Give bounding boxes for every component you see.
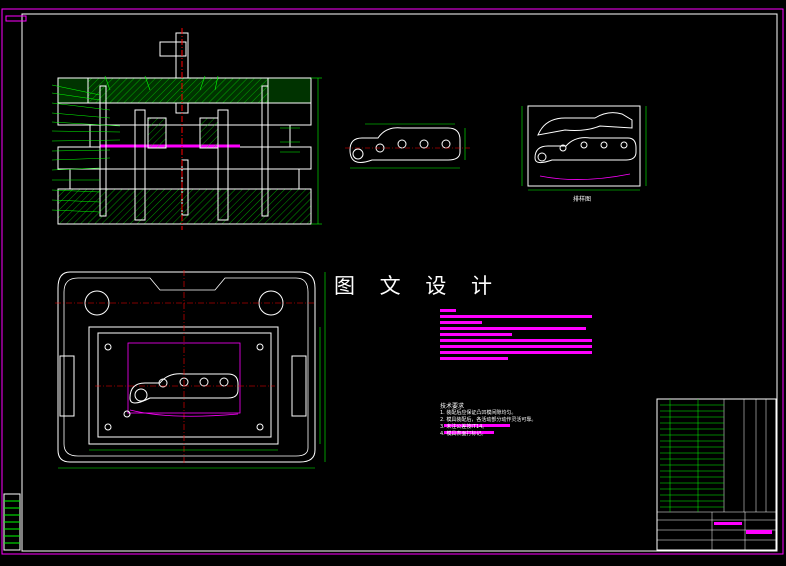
tech-requirement-line: 3. 未注公差按IT14。 xyxy=(440,424,488,430)
part-view xyxy=(345,123,470,169)
tech-requirements-title: 技术要求 xyxy=(440,403,465,410)
title-block xyxy=(656,398,777,551)
die-plan-view xyxy=(55,270,326,469)
tech-requirement-line: 1. 装配后应保证凸凹模间隙均匀。 xyxy=(440,410,517,416)
die-section-view xyxy=(51,28,322,230)
strip-layout-view xyxy=(521,105,647,191)
sheet-corner-tab xyxy=(5,15,27,22)
strip-layout-caption: 排样图 xyxy=(573,196,592,203)
tech-requirement-line: 4. 模具表面打标记。 xyxy=(440,431,487,437)
magenta-note-bars xyxy=(440,309,592,434)
tech-requirement-line: 2. 模具装配后，各活动部分动作灵活可靠。 xyxy=(440,417,537,423)
sheet-outer-border xyxy=(1,8,784,555)
sheet-inner-border xyxy=(21,13,778,552)
watermark-text: 图 文 设 计 xyxy=(334,274,502,298)
side-strip-table xyxy=(3,493,21,551)
